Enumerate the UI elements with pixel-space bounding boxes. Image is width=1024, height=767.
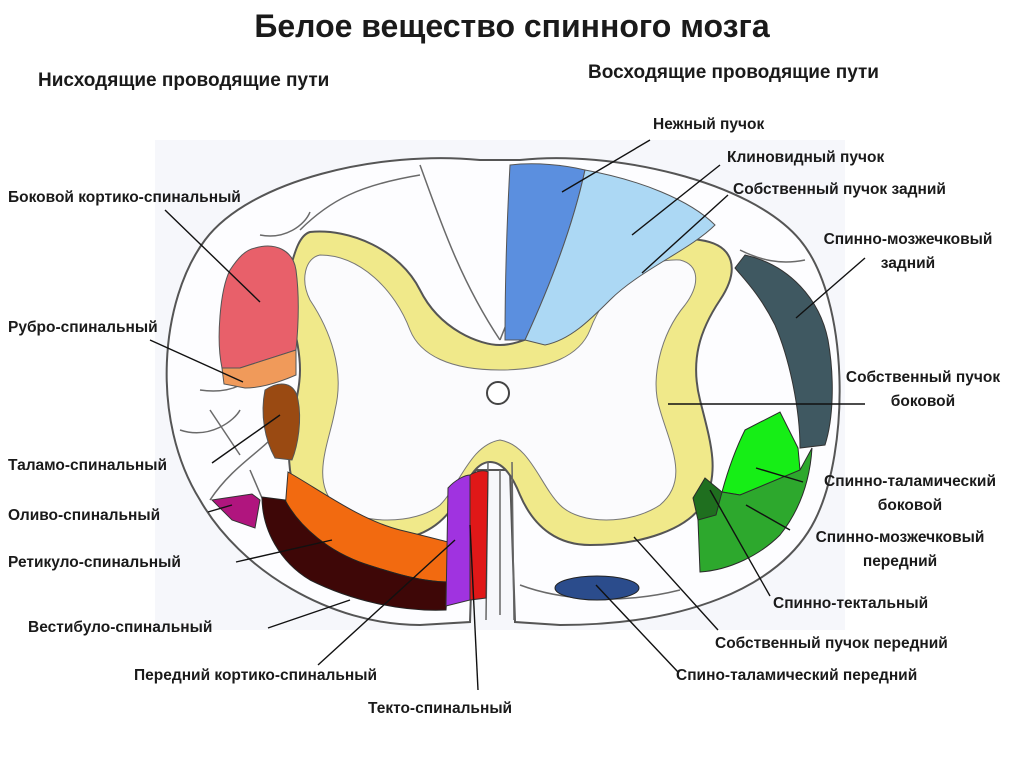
label-lateral-proper-line1: Собственный пучок	[845, 369, 1001, 386]
label-tectospinal: Текто-спинальный	[368, 700, 513, 717]
central-canal	[486, 381, 510, 405]
label-posterior-spinocerebellar-line1: Спинно-мозжечковый	[823, 231, 993, 248]
ascending-heading: Восходящие проводящие пути	[588, 62, 879, 83]
lateral-spinothalamic-tract	[721, 411, 801, 496]
label-lateral-proper-line2: боковой	[890, 393, 956, 410]
leader-cuneate	[631, 164, 721, 236]
label-posterior-spinocerebellar: Спинно-мозжечковый задний	[808, 228, 1008, 276]
label-cuneate: Клиновидный пучок	[727, 149, 885, 166]
leader-anterior-corticospinal	[317, 539, 456, 666]
label-posterior-spinocerebellar-line2: задний	[880, 255, 936, 272]
leader-olivospinal	[207, 504, 233, 513]
rubrospinal-tract	[221, 349, 297, 389]
leader-gracile	[561, 139, 651, 193]
anterior-corticospinal-tract	[445, 474, 471, 607]
label-lateral-spinothalamic-line2: боковой	[877, 497, 943, 514]
leader-reticulospinal	[235, 539, 333, 563]
label-lateral-proper: Собственный пучок боковой	[828, 366, 1018, 414]
label-reticulospinal: Ретикуло-спинальный	[8, 554, 181, 571]
leader-spinotectal	[709, 489, 771, 597]
label-lateral-spinothalamic: Спинно-таламический боковой	[810, 470, 1010, 518]
descending-heading: Нисходящие проводящие пути	[38, 70, 330, 91]
leader-anterior-spinothalamic	[595, 584, 679, 673]
leader-lateral-corticospinal	[164, 209, 261, 303]
anterior-spinothalamic-tract	[554, 575, 640, 601]
label-anterior-spinocerebellar-line1: Спинно-мозжечковый	[815, 529, 985, 546]
label-lateral-corticospinal: Боковой кортико-спинальный	[8, 189, 241, 206]
label-thalamospinal: Таламо-спинальный	[8, 457, 168, 474]
spinotectal-tract	[692, 477, 723, 521]
label-anterior-spinothalamic: Спино-таламический передний	[676, 667, 918, 684]
leader-anterior-spinocerebellar	[745, 504, 791, 531]
leader-lateral-spinothalamic	[755, 467, 804, 483]
label-vestibulospinal: Вестибуло-спинальный	[28, 619, 213, 636]
label-spinotectal: Спинно-тектальный	[773, 595, 929, 612]
leader-thalamospinal	[211, 414, 281, 464]
label-anterior-spinocerebellar-line2: передний	[862, 553, 938, 570]
label-anterior-spinocerebellar: Спинно-мозжечковый передний	[800, 526, 1000, 574]
leader-vestibulospinal	[267, 599, 351, 629]
cuneate-tract	[524, 169, 716, 346]
olivospinal-tract	[210, 493, 261, 529]
leader-posterior-spinocerebellar	[795, 257, 866, 319]
label-gracile: Нежный пучок	[653, 116, 765, 133]
leader-posterior-proper	[641, 194, 729, 274]
tectospinal-tract	[469, 470, 489, 601]
page-title: Белое вещество спинного мозга	[254, 8, 770, 44]
label-rubrospinal: Рубро-спинальный	[8, 319, 158, 336]
label-olivospinal: Оливо-спинальный	[8, 507, 161, 524]
label-anterior-proper: Собственный пучок передний	[715, 635, 948, 652]
leader-lines	[149, 139, 866, 691]
vestibulospinal-tract	[261, 496, 449, 611]
label-lateral-spinothalamic-line1: Спинно-таламический	[824, 473, 996, 490]
label-anterior-corticospinal: Передний кортико-спинальный	[134, 667, 377, 684]
leader-anterior-proper	[633, 536, 719, 631]
label-posterior-proper: Собственный пучок задний	[733, 181, 946, 198]
leader-rubrospinal	[149, 339, 244, 383]
leader-tectospinal	[469, 524, 479, 691]
